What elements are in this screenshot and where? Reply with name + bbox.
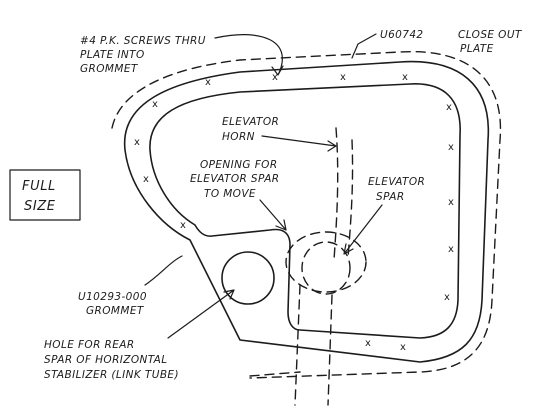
hole-label-line3: STABILIZER (LINK TUBE) — [44, 369, 179, 381]
grommet-label-line2: GROMMET — [86, 305, 145, 317]
full-size-box — [9, 169, 81, 221]
close-out-label-line1: CLOSE OUT — [458, 29, 523, 41]
screws-leader-arrow — [214, 34, 284, 76]
opening-label-line3: TO MOVE — [204, 188, 256, 200]
screw-mark: x — [272, 72, 278, 83]
screws-label-line2: PLATE INTO — [80, 49, 145, 61]
elevator-horn-label: ELEVATOR HORN — [222, 116, 279, 143]
screw-mark: x — [446, 102, 452, 113]
elevator-spar-outline — [285, 231, 367, 293]
full-size-note: FULL SIZE — [9, 169, 81, 221]
screw-mark: x — [152, 99, 158, 110]
elevator-horn-arrow — [261, 135, 337, 152]
screw-mark: x — [448, 244, 454, 255]
screw-mark: x — [448, 197, 454, 208]
grommet-label-line1: U10293-000 — [78, 291, 147, 303]
plate-inner-cutout — [149, 83, 461, 339]
elevator-horn-label-line1: ELEVATOR — [222, 116, 279, 128]
hole-label-line2: SPAR OF HORIZONTAL — [44, 354, 167, 366]
close-out-label-line2: PLATE — [460, 43, 494, 55]
full-size-line2: SIZE — [24, 199, 56, 214]
elevator-spar-label: ELEVATOR SPAR — [368, 176, 425, 203]
elevator-horn-path — [333, 127, 339, 261]
screw-mark: x — [402, 72, 408, 83]
elevator-horn-label-line2: HORN — [222, 131, 255, 143]
screws-label: #4 P.K. SCREWS THRU PLATE INTO GROMMET — [80, 35, 206, 75]
hole-arrow — [167, 289, 235, 339]
screw-mark: x — [205, 77, 211, 88]
opening-arrow — [259, 199, 287, 231]
grommet-label: U10293-000 GROMMET — [78, 291, 147, 317]
elevator-horn-path-right — [347, 139, 354, 259]
grommet-hole — [221, 251, 275, 305]
link-tube-left — [294, 284, 301, 406]
elevator-spar-label-line2: SPAR — [376, 191, 405, 203]
part-number-label: U60742 — [380, 29, 424, 41]
screw-mark: x — [444, 292, 450, 303]
screws-label-line3: GROMMET — [80, 63, 139, 75]
screw-mark: x — [340, 72, 346, 83]
screw-mark: x — [134, 137, 140, 148]
link-tube-right — [327, 294, 333, 406]
screws-label-line1: #4 P.K. SCREWS THRU — [80, 35, 206, 47]
screw-mark: x — [365, 338, 371, 349]
close-out-plate-label: U60742 CLOSE OUT PLATE — [380, 29, 523, 55]
screw-mark: x — [448, 142, 454, 153]
link-tube-extension — [249, 371, 301, 377]
hole-label: HOLE FOR REAR SPAR OF HORIZONTAL STABILI… — [44, 339, 179, 381]
opening-label-line2: ELEVATOR SPAR — [190, 173, 279, 185]
close-out-leader — [351, 33, 377, 59]
full-size-line1: FULL — [22, 179, 56, 194]
opening-label-line1: OPENING FOR — [200, 159, 278, 171]
screw-mark: x — [143, 174, 149, 185]
screw-mark: x — [180, 220, 186, 231]
hole-label-line1: HOLE FOR REAR — [44, 339, 135, 351]
screw-mark: x — [400, 342, 406, 353]
elevator-spar-label-line1: ELEVATOR — [368, 176, 425, 188]
screw-marks: x x x x x x x x x x x x x x x — [134, 72, 454, 353]
opening-label: OPENING FOR ELEVATOR SPAR TO MOVE — [190, 159, 279, 200]
grommet-leader — [144, 255, 183, 286]
elevator-spar-arrow — [343, 204, 383, 255]
plate-outer-edge — [123, 60, 490, 363]
outer-dashed-outline — [111, 50, 502, 379]
elevator-spar-inner — [301, 241, 351, 295]
